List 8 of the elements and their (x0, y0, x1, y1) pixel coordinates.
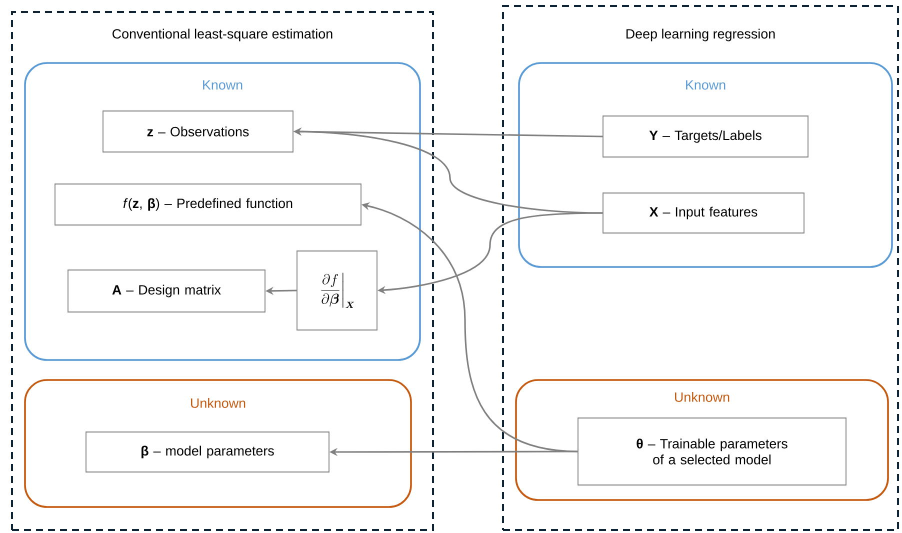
text-box: $\left.\frac{\partial f}{\partial \boldsymbol{\beta}}\right|_{\boldsymbol{X}}$ (296, 250, 378, 330)
text-box: X – Input features (602, 192, 804, 234)
text-box: Y – Targets/Labels (602, 116, 808, 158)
text-box: β – model parameters (86, 432, 330, 472)
text-box: f(z, β) – Predefined function (54, 184, 362, 226)
text-box: θ – Trainable parameters of a selected model (578, 418, 846, 486)
text-box: z – Observations (102, 110, 294, 152)
text-box: A – Design matrix (68, 270, 266, 312)
